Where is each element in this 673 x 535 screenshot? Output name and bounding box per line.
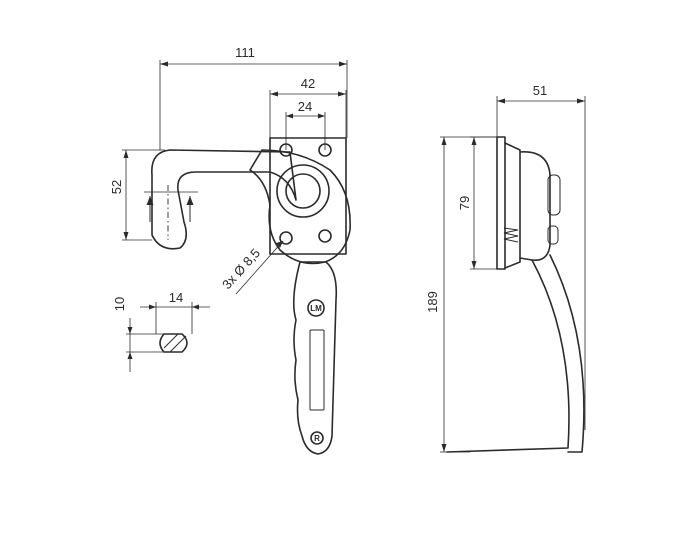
leader-line <box>235 240 284 295</box>
side-base-plate <box>496 136 506 270</box>
dimension-text: 14 <box>169 290 183 305</box>
dimension-plate-width: 42 <box>269 76 347 138</box>
arrow-left <box>286 113 293 119</box>
bottom-mark-text: R <box>314 434 320 443</box>
arrow-right <box>192 304 199 310</box>
handle-logo-badge: LM <box>307 299 325 317</box>
section-arrow-right-head <box>186 196 194 205</box>
section-hatch-1 <box>169 335 187 353</box>
dimension-text: 51 <box>533 83 547 98</box>
arrow-left <box>160 61 168 67</box>
hole-callout-text: 3x Ø 8,5 <box>219 245 263 292</box>
dimension-side-width: 51 <box>496 83 586 430</box>
dimension-text: 111 <box>235 45 255 60</box>
section-profile <box>159 333 188 353</box>
arrow-right <box>318 113 325 119</box>
hole-callout: 3x Ø 8,5 <box>219 240 284 295</box>
arrow-top <box>471 137 477 145</box>
arrow-right <box>339 61 347 67</box>
logo-circle <box>307 299 325 317</box>
section-marker <box>144 191 198 222</box>
arrow-bottom <box>471 261 477 269</box>
section-hatch-2 <box>163 333 179 349</box>
dimension-side-plate-height: 79 <box>457 136 497 270</box>
dimension-section-width: 14 <box>140 290 210 334</box>
handle-slot <box>309 329 325 411</box>
mounting-hole-bottom-right <box>318 229 332 243</box>
arrow-left <box>270 91 278 97</box>
side-spring <box>503 227 519 243</box>
arrow-bottom <box>441 444 447 452</box>
side-latch-body <box>519 151 551 262</box>
dimension-hole-spacing: 24 <box>285 99 326 150</box>
dimension-overall-width: 111 <box>159 45 348 150</box>
side-pivot-pin <box>547 174 561 216</box>
dimension-text: 79 <box>457 196 472 210</box>
pivot-boss <box>276 164 330 218</box>
latch-body <box>249 149 351 265</box>
dimension-text: 42 <box>301 76 315 91</box>
arrow-top <box>127 327 133 334</box>
mounting-hole-bottom-left <box>279 231 293 245</box>
dimension-section-height: 10 <box>112 297 164 372</box>
mounting-plate <box>269 137 347 255</box>
dimension-hook-height: 52 <box>109 149 165 241</box>
handle-lever <box>292 261 338 455</box>
side-view <box>446 136 585 453</box>
section-arrow-left-head <box>146 196 154 205</box>
arrow-top <box>441 137 447 145</box>
arrow-left <box>149 304 156 310</box>
pivot-hole <box>285 173 321 209</box>
bottom-mark-badge: R <box>310 431 324 445</box>
dimension-text: 24 <box>298 99 312 114</box>
dimension-text: 52 <box>109 180 124 194</box>
side-stop-pin <box>547 225 559 245</box>
side-bracket <box>504 142 521 269</box>
arrow-right <box>338 91 346 97</box>
section-detail <box>159 333 188 353</box>
hook-arm <box>151 149 297 250</box>
dimension-overall-height: 189 <box>425 136 497 453</box>
arrow-bottom <box>127 352 133 359</box>
arrow-top <box>123 150 129 158</box>
arrow-left <box>497 98 505 104</box>
leader-arrow <box>276 241 283 248</box>
side-handle <box>446 254 585 453</box>
dimension-text: 10 <box>112 297 127 311</box>
arrow-right <box>577 98 585 104</box>
arrow-bottom <box>123 232 129 240</box>
front-view: LM R <box>151 137 351 455</box>
bottom-mark-circle <box>310 431 324 445</box>
dimension-text: 189 <box>425 291 440 313</box>
handle-logo-text: LM <box>310 304 322 313</box>
